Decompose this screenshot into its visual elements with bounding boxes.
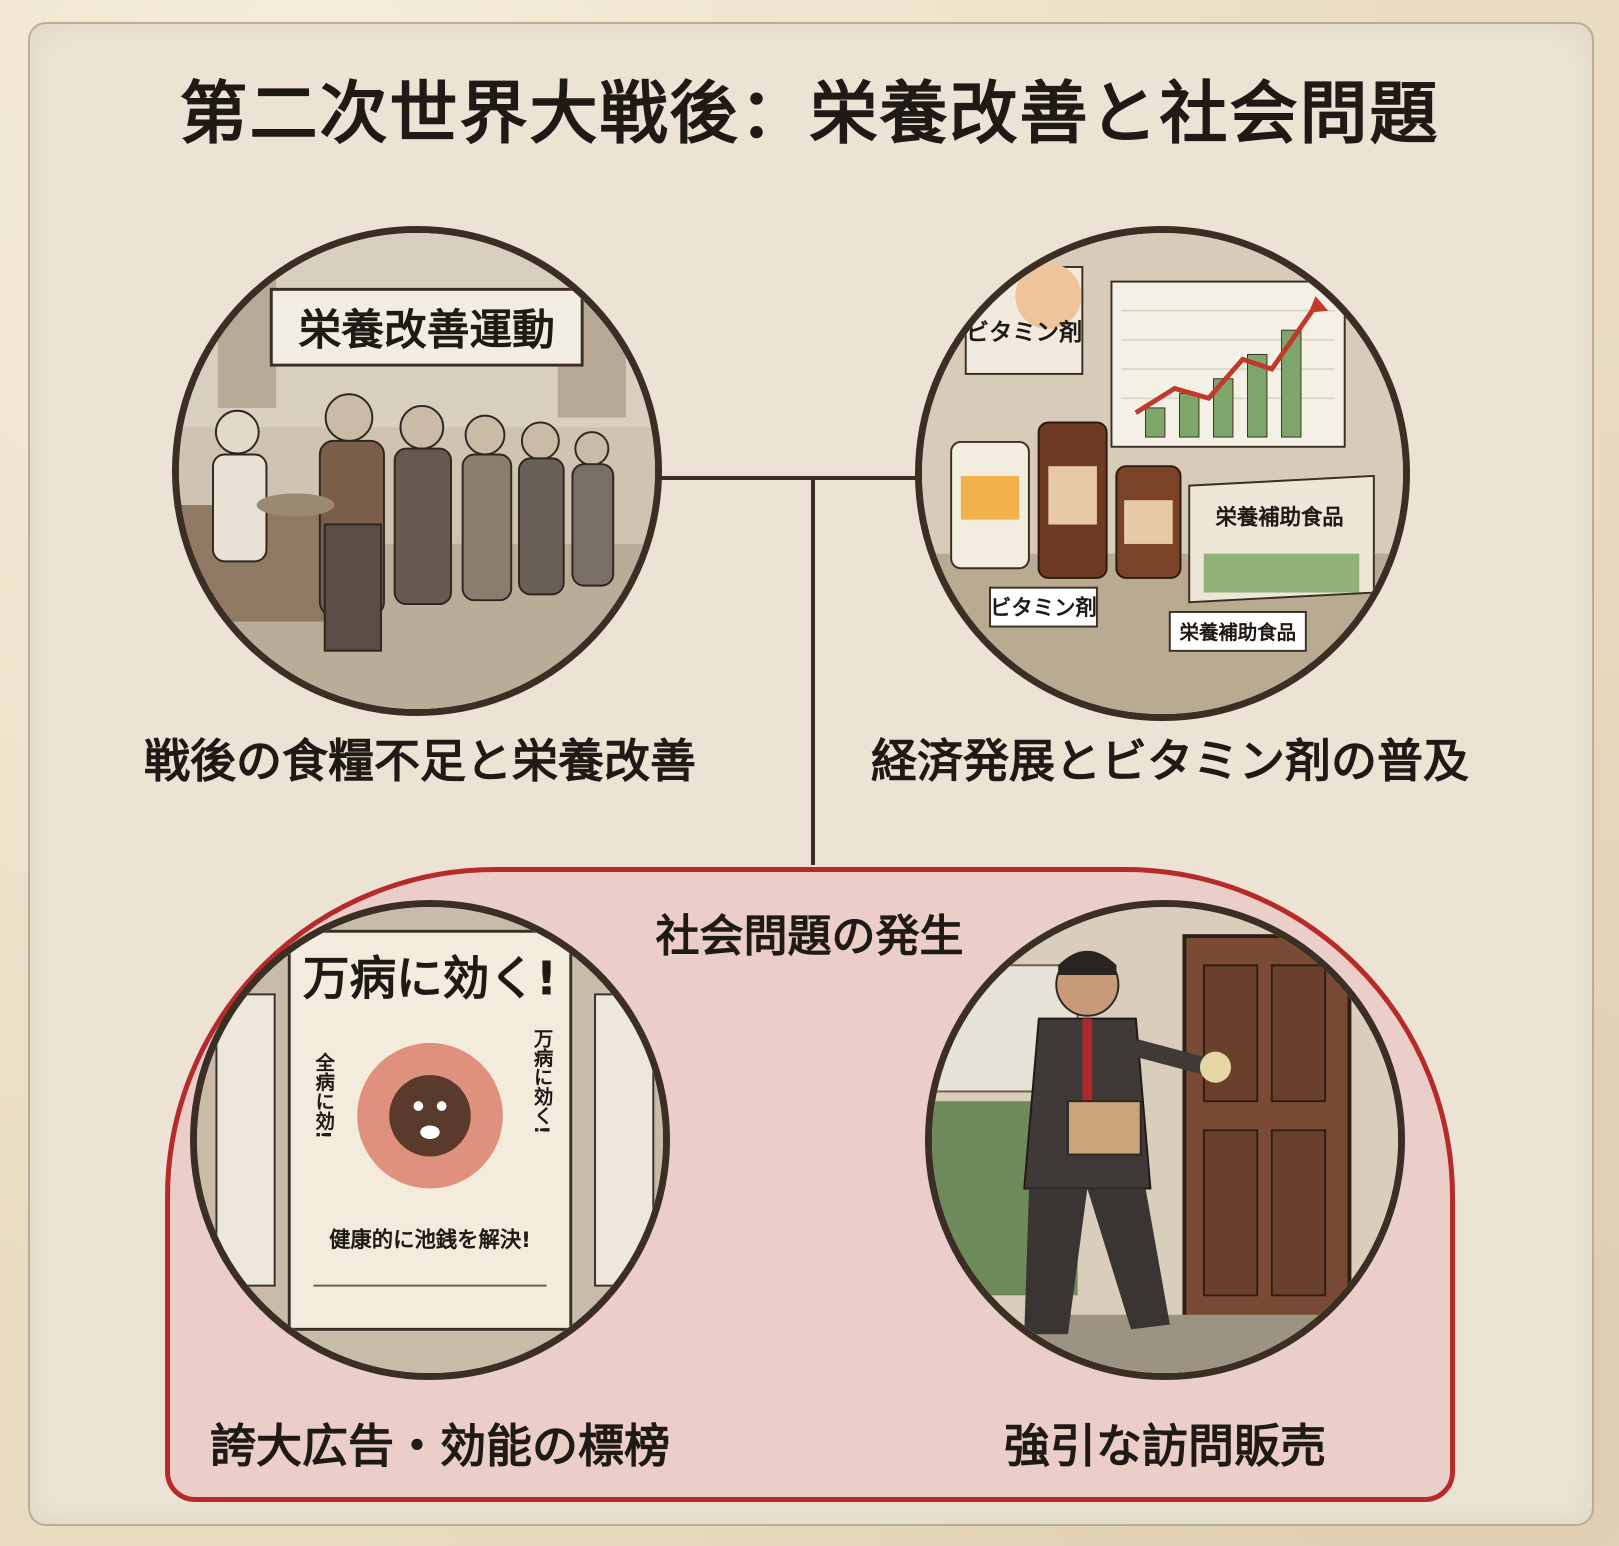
shelf-label-vitamin: ビタミン剤 <box>990 595 1097 621</box>
ad-headline: 万病に効く! <box>303 951 557 1005</box>
banner-text: 栄養改善運動 <box>299 306 555 356</box>
caption-door-to-door: 強引な訪問販売 <box>1004 1419 1326 1473</box>
illustration-food-line: 栄養改善運動 <box>172 226 662 716</box>
social-problems-title: 社会問題の発生 <box>655 911 964 962</box>
caption-economic-growth: 経済発展とビタミン剤の普及 <box>871 734 1469 788</box>
ad-side-left: 全病に効! <box>312 1052 336 1139</box>
box-label: 栄養補助食品 <box>1215 505 1344 531</box>
illustration-door-to-door-sales <box>925 900 1405 1380</box>
caption-exaggerated-ad: 誇大広告・効能の標榜 <box>210 1419 670 1473</box>
illustration-exaggerated-ad: 万病に効く! 全病に効! 万病に効く! 健康的に池銭を解決! <box>190 900 670 1380</box>
ad-side-right: 万病に効く! <box>530 1028 554 1134</box>
page-title: 第二次世界大戦後：栄養改善と社会問題 <box>179 75 1440 154</box>
poster-label: ビタミン剤 <box>966 318 1083 346</box>
ad-bottom: 健康的に池銭を解決! <box>329 1227 531 1253</box>
caption-food-shortage: 戦後の食糧不足と栄養改善 <box>144 734 696 788</box>
shelf-label-supplement: 栄養補助食品 <box>1179 621 1297 644</box>
illustration-vitamins: ビタミン剤 栄養補助食品 ビタミン剤 栄養補助食品 <box>915 226 1410 721</box>
